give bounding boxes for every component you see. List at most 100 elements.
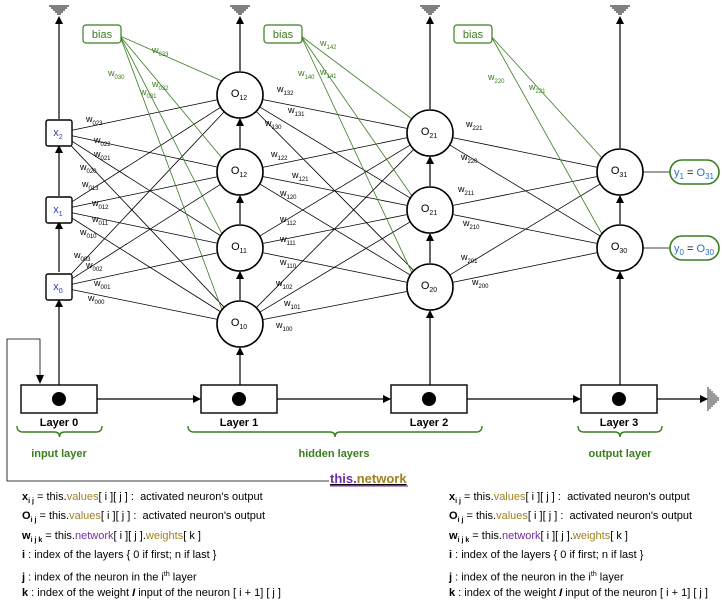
group-brace	[16, 425, 103, 438]
output-neuron	[596, 224, 644, 272]
bias-label: bias	[273, 29, 294, 41]
connection-line	[70, 99, 218, 131]
bias-connection-line	[490, 35, 603, 159]
hidden2-neuron-label: O21	[421, 203, 437, 217]
output-neuron	[596, 148, 644, 196]
weight-label: w102	[275, 278, 293, 291]
bias-connection-line	[300, 35, 413, 120]
hidden1-neuron	[216, 224, 264, 272]
weight-label: w100	[275, 320, 293, 333]
connection-line	[262, 99, 408, 129]
weight-label: w020	[79, 162, 97, 175]
layer-label: Layer 1	[220, 417, 259, 429]
connection-line	[262, 291, 408, 320]
legend-j-row: j : index of the neuron in the ith layer	[22, 571, 197, 584]
input-node-label: x2	[53, 127, 63, 141]
bias-weight-label: w221	[528, 82, 546, 95]
weight-label: w220	[460, 152, 478, 165]
weight-label: w211	[457, 184, 475, 197]
bias-label: bias	[463, 29, 484, 41]
weight-label: w130	[264, 118, 282, 131]
connection-line	[262, 252, 408, 283]
bias-connection-line	[300, 35, 413, 197]
layer-dot	[422, 392, 436, 406]
legend-w-row: wi j k = this.network[ i ][ j ].weights[…	[22, 529, 201, 544]
bias-weight-label: w140	[297, 68, 315, 81]
layer-dot	[232, 392, 246, 406]
legend-j-row: j : index of the neuron in the ith layer	[449, 571, 624, 584]
layer-dot	[52, 392, 66, 406]
bias-box	[82, 24, 122, 44]
weight-label: w122	[270, 149, 288, 162]
weight-label: w200	[471, 277, 489, 290]
connection-line	[452, 252, 598, 283]
hidden1-neuron-label: O10	[231, 317, 247, 331]
connection-line	[452, 137, 598, 168]
input-node-label: x1	[53, 204, 63, 218]
connection-line	[449, 144, 601, 237]
bias-label: bias	[92, 29, 113, 41]
weight-label: w201	[460, 252, 478, 265]
bias-connection-line	[119, 35, 223, 159]
bias-connection-line	[119, 35, 223, 82]
legend-k-row: k : index of the weight I input of the n…	[449, 587, 708, 600]
network-loop-line	[6, 338, 329, 482]
weight-label: w012	[91, 198, 109, 211]
weight-label: w210	[462, 218, 480, 231]
weight-label: w010	[79, 227, 97, 240]
weight-label: w022	[93, 135, 111, 148]
connection-line	[68, 216, 221, 313]
bias-weight-label: w142	[319, 38, 337, 51]
hidden2-neuron-label: O21	[421, 126, 437, 140]
legend-o-row: Oi j = this.values[ i ][ j ] : activated…	[22, 510, 266, 525]
layer-label: Layer 0	[40, 417, 79, 429]
legend-i-row: i : index of the layers { 0 if first; n …	[449, 548, 644, 561]
weight-labels: w023w022w021w020w013w012w011w010w003w002…	[73, 38, 546, 333]
weight-label: w001	[93, 278, 111, 291]
hidden2-neuron	[406, 186, 454, 234]
weight-label: w002	[85, 260, 103, 273]
hidden1-neuron	[216, 148, 264, 196]
weight-label: w003	[73, 250, 91, 263]
bias-connection-line	[300, 35, 413, 274]
bias-connection-line	[119, 35, 223, 311]
input-layer-label: input layer	[31, 448, 87, 460]
bias-weight-label: w141	[319, 67, 337, 80]
output-layer-label: output layer	[589, 448, 653, 460]
weight-label: w112	[279, 214, 297, 227]
connection-line	[452, 214, 598, 244]
bias-connection-line	[119, 35, 223, 235]
weight-label: w021	[93, 149, 111, 162]
hidden1-neuron-label: O12	[231, 165, 247, 179]
weight-label: w013	[81, 179, 99, 192]
connection-line	[262, 176, 408, 206]
output-neuron-label: O30	[611, 241, 627, 255]
bias-weight-label: w032	[151, 79, 169, 92]
connection-line	[70, 176, 218, 208]
bias-weight-label: w220	[487, 72, 505, 85]
weight-label: w121	[291, 170, 309, 183]
connection-line	[255, 149, 415, 308]
input-node	[45, 119, 73, 147]
bias-connection-line	[490, 35, 603, 235]
bias-weight-label: w033	[151, 45, 169, 58]
hidden1-neuron-label: O11	[231, 241, 247, 255]
weight-label: w131	[287, 105, 305, 118]
result-pill	[669, 159, 720, 185]
legend-x-row: xi j = this.values[ i ][ j ] : activated…	[22, 491, 263, 506]
connection-line	[70, 289, 218, 320]
connection-line	[68, 106, 221, 204]
result-label: y0 = O30	[674, 243, 715, 257]
hidden2-neuron	[406, 263, 454, 311]
group-brace	[577, 425, 663, 438]
group-brace	[187, 425, 483, 438]
result-pill	[669, 235, 720, 261]
connection-line	[259, 183, 411, 276]
legend-left: xi j = this.values[ i ][ j ] : activated…	[22, 488, 281, 604]
input-node	[45, 196, 73, 224]
connection-line	[70, 252, 218, 285]
input-node-label: x0	[53, 281, 63, 295]
